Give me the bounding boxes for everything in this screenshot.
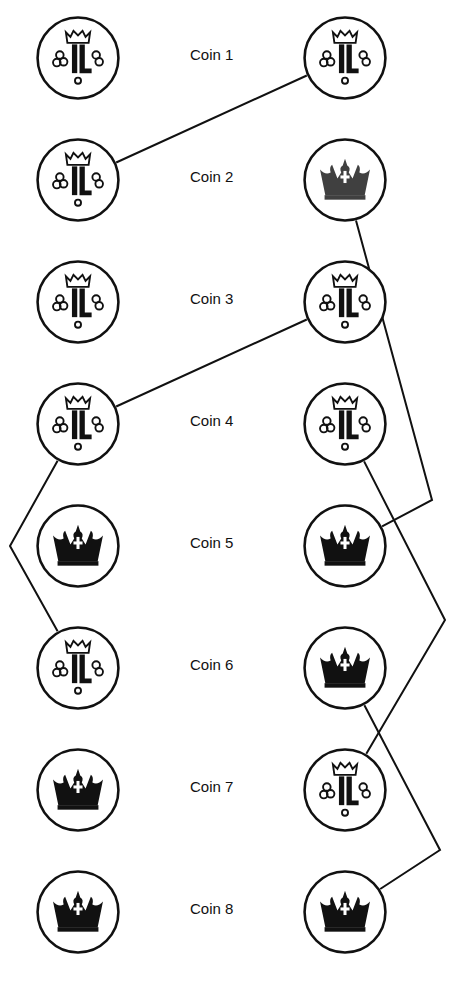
coin — [35, 869, 121, 955]
coin-face — [35, 503, 121, 589]
coin — [302, 625, 388, 711]
coin — [35, 137, 121, 223]
coin — [302, 137, 388, 223]
coin-label: Coin 3 — [190, 290, 233, 307]
coin — [35, 503, 121, 589]
coin-face — [302, 503, 388, 589]
coin — [35, 259, 121, 345]
coin — [35, 381, 121, 467]
coin — [302, 381, 388, 467]
coin-face — [35, 259, 121, 345]
coin — [302, 503, 388, 589]
coin-label: Coin 1 — [190, 46, 233, 63]
coin — [35, 625, 121, 711]
connector-line — [356, 221, 432, 527]
coin-label: Coin 8 — [190, 900, 233, 917]
coin-label: Coin 6 — [190, 656, 233, 673]
coin-face — [302, 747, 388, 833]
coin-face — [302, 259, 388, 345]
coin-face — [302, 381, 388, 467]
coin — [35, 15, 121, 101]
coin-label: Coin 2 — [190, 168, 233, 185]
coin-face — [302, 137, 388, 223]
coin — [35, 747, 121, 833]
connector-line — [364, 461, 445, 753]
coin-label: Coin 7 — [190, 778, 233, 795]
coin-label: Coin 5 — [190, 534, 233, 551]
coin-label: Coin 4 — [190, 412, 233, 429]
coin-face — [35, 137, 121, 223]
coin-face — [35, 747, 121, 833]
coin-face — [302, 869, 388, 955]
coin-face — [302, 15, 388, 101]
coin-face — [35, 15, 121, 101]
coin-face — [35, 869, 121, 955]
connector-line — [116, 320, 307, 407]
coin — [302, 15, 388, 101]
coin — [302, 869, 388, 955]
coin-face — [35, 381, 121, 467]
coin — [302, 747, 388, 833]
coin — [302, 259, 388, 345]
connector-line — [116, 76, 307, 163]
coin-face — [302, 625, 388, 711]
coin-face — [35, 625, 121, 711]
